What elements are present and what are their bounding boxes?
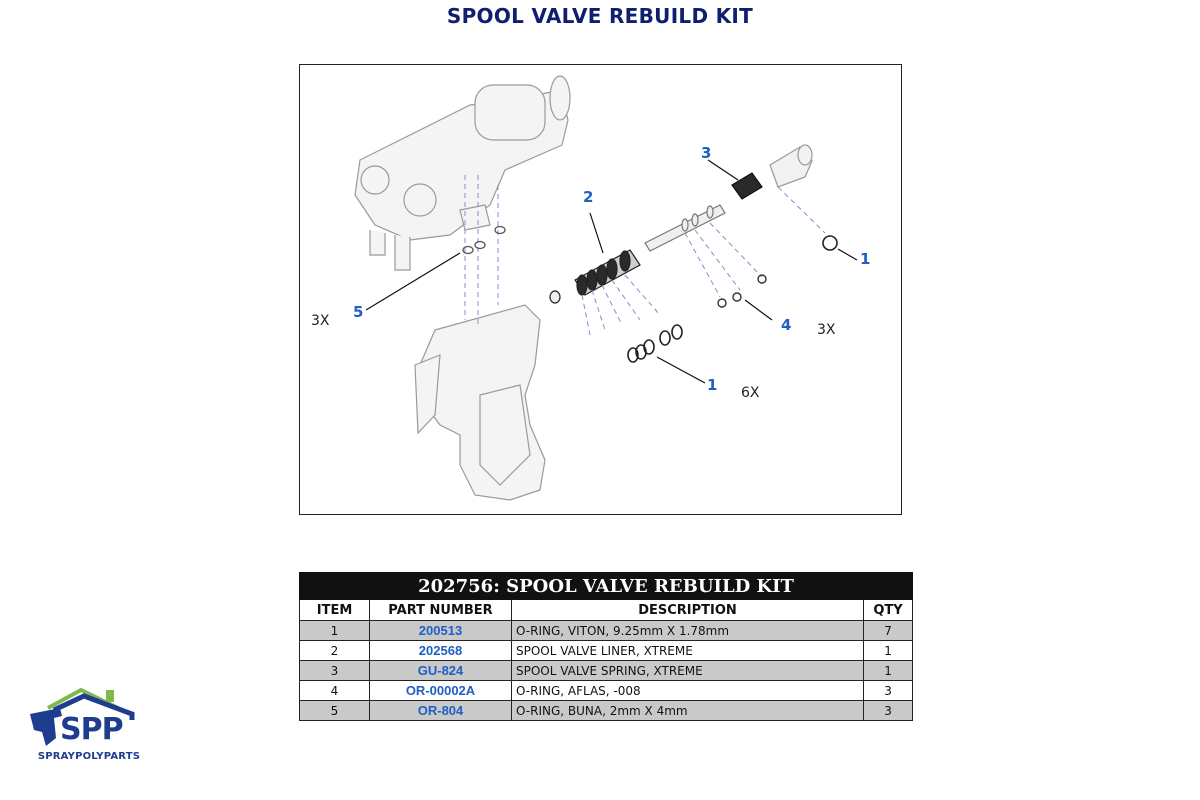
table-title: 202756: SPOOL VALVE REBUILD KIT (298, 572, 914, 600)
header-qty: QTY (862, 599, 914, 621)
part-number-link[interactable]: OR-804 (369, 700, 512, 721)
description-cell: SPOOL VALVE SPRING, XTREME (511, 660, 864, 681)
qty-cell: 1 (862, 640, 914, 661)
description-cell: O-RING, AFLAS, -008 (511, 680, 864, 701)
item-cell: 1 (299, 620, 370, 641)
callout-5: 5 (353, 303, 364, 321)
logo-name: SPRAYPOLYPARTS (37, 751, 141, 762)
header-part-number: PART NUMBER (369, 599, 512, 621)
description-cell: O-RING, BUNA, 2mm X 4mm (511, 700, 864, 721)
table-header-row: ITEM PART NUMBER DESCRIPTION QTY (299, 599, 914, 621)
callout-2: 2 (583, 188, 594, 206)
callout-4: 4 (781, 316, 792, 334)
qty-note-bottom: 6X (741, 385, 760, 401)
qty-cell: 1 (862, 660, 914, 681)
qty-cell: 3 (862, 680, 914, 701)
qty-cell: 7 (862, 620, 914, 641)
description-cell: O-RING, VITON, 9.25mm X 1.78mm (511, 620, 864, 641)
part-number-link[interactable]: 202568 (369, 640, 512, 661)
part-number-link[interactable]: 200513 (369, 620, 512, 641)
logo-wordmark: SPP (60, 712, 124, 747)
part-number-link[interactable]: OR-00002A (369, 680, 512, 701)
table-row: 2 202568 SPOOL VALVE LINER, XTREME 1 (299, 640, 914, 661)
parts-table: 202756: SPOOL VALVE REBUILD KIT ITEM PAR… (298, 572, 914, 721)
diagram-illustration (354, 75, 858, 501)
header-description: DESCRIPTION (511, 599, 864, 621)
callout-3: 3 (701, 144, 712, 162)
part-number-link[interactable]: GU-824 (369, 660, 512, 681)
item-cell: 4 (299, 680, 370, 701)
qty-note-left: 3X (311, 313, 330, 329)
callout-1-lower: 1 (707, 376, 718, 394)
header-item: ITEM (299, 599, 370, 621)
item-cell: 2 (299, 640, 370, 661)
table-row: 5 OR-804 O-RING, BUNA, 2mm X 4mm 3 (299, 700, 914, 721)
table-row: 3 GU-824 SPOOL VALVE SPRING, XTREME 1 (299, 660, 914, 681)
logo-mark (30, 687, 135, 746)
qty-note-right: 3X (817, 322, 836, 338)
page-title: SPOOL VALVE REBUILD KIT (446, 4, 754, 28)
table-row: 1 200513 O-RING, VITON, 9.25mm X 1.78mm … (299, 620, 914, 641)
description-cell: SPOOL VALVE LINER, XTREME (511, 640, 864, 661)
table-row: 4 OR-00002A O-RING, AFLAS, -008 3 (299, 680, 914, 701)
item-cell: 5 (299, 700, 370, 721)
exploded-diagram: 2 3 1 4 1 5 3X 3X 6X (299, 64, 902, 515)
qty-cell: 3 (862, 700, 914, 721)
table-title-row: 202756: SPOOL VALVE REBUILD KIT (298, 572, 914, 600)
item-cell: 3 (299, 660, 370, 681)
callout-1-upper: 1 (860, 250, 871, 268)
